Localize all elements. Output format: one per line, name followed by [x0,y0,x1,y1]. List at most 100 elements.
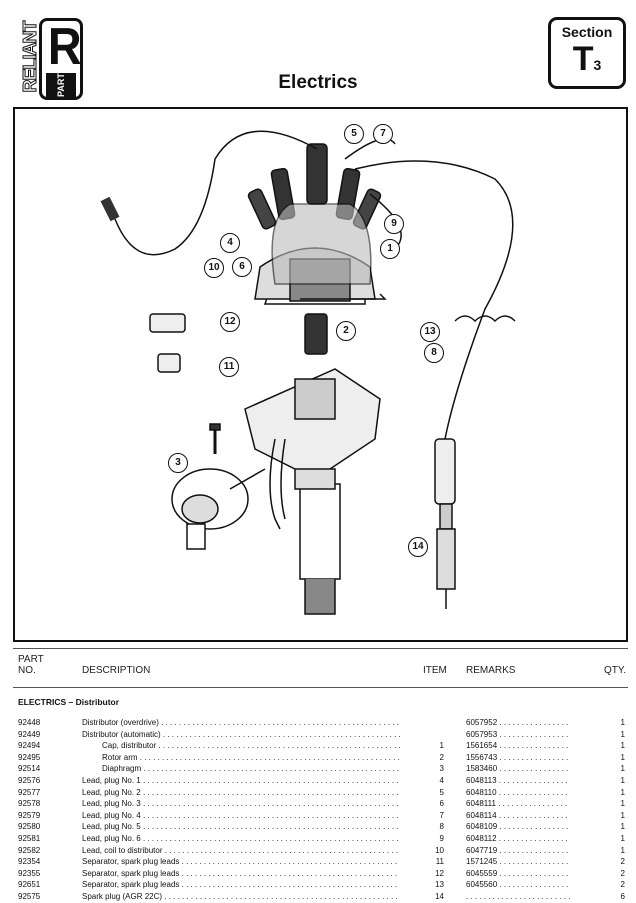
item-number: 4 [439,775,444,785]
description: Lead, plug No. 4 [82,810,400,822]
table-row: 92449 Distributor (automatic) 6057953 1 [0,729,636,741]
description: Separator, spark plug leads [82,879,400,891]
description: Distributor (overdrive) [82,717,400,729]
part-number: 92355 [18,868,41,878]
section-badge: Section T3 [548,17,626,89]
description: Spark plug (AGR 22C) [82,891,400,903]
part-number: 92576 [18,775,41,785]
callout-6: 6 [232,257,252,277]
remarks: 6057953 [466,729,570,741]
section-heading: ELECTRICS – Distributor [18,697,120,707]
logo-badge: R PART [39,18,83,100]
quantity: 1 [620,810,625,820]
part-number: 92514 [18,764,41,774]
quantity: 1 [620,729,625,739]
item-number: 1 [439,741,444,751]
table-row: 92651 Separator, spark plug leads 13 604556… [0,879,636,891]
callout-7: 7 [373,124,393,144]
reliant-part-logo: RELIANT R PART [13,18,83,100]
part-number: 92449 [18,729,41,739]
remarks [466,891,570,903]
remarks: 1583460 [466,763,570,775]
quantity: 2 [620,857,625,867]
description: Separator, spark plug leads [82,868,400,880]
part-number: 92579 [18,810,41,820]
callout-14: 14 [408,537,428,557]
part-number: 92448 [18,718,41,727]
remarks: 6045560 [466,879,570,891]
quantity: 2 [620,880,625,890]
description: Distributor (automatic) [82,729,400,741]
item-number: 10 [435,845,444,855]
header-item: ITEM [423,665,447,676]
table-row: 92495 Rotor arm 2 1556743 1 [0,752,636,764]
callout-4: 4 [220,233,240,253]
part-number: 92575 [18,891,41,901]
item-number: 6 [439,799,444,809]
section-label: Section [561,24,613,40]
quantity: 1 [620,822,625,832]
item-number: 8 [439,822,444,832]
part-number: 92577 [18,787,41,797]
item-number: 13 [435,880,444,890]
table-row: 92579 Lead, plug No. 4 7 6048114 1 [0,810,636,822]
item-number: 11 [435,857,444,867]
description: Lead, plug No. 1 [82,775,400,787]
remarks: 1571245 [466,856,570,868]
remarks: 6047719 [466,845,570,857]
quantity: 1 [620,845,625,855]
part-number: 92494 [18,741,41,751]
callout-1: 1 [380,239,400,259]
callout-9: 9 [384,214,404,234]
description: Lead, plug No. 3 [82,798,400,810]
quantity: 1 [620,741,625,751]
exploded-diagram: 1 2 3 4 5 7 6 8 9 10 11 12 13 14 [13,107,628,642]
part-number: 92580 [18,822,41,832]
section-code: T3 [572,40,602,78]
part-number: 92354 [18,857,41,867]
item-number: 12 [435,868,444,878]
description: Lead, plug No. 6 [82,833,400,845]
description: Lead, plug No. 2 [82,787,400,799]
quantity: 1 [620,752,625,762]
item-number: 9 [439,833,444,843]
remarks: 6048114 [466,810,570,822]
quantity: 1 [620,833,625,843]
table-header: PART NO. DESCRIPTION ITEM REMARKS QTY. [13,648,628,688]
item-number: 5 [439,787,444,797]
callout-2: 2 [336,321,356,341]
description: Lead, coil to distributor [82,845,400,857]
item-number: 2 [439,752,444,762]
part-number: 92582 [18,845,41,855]
page-title: Electrics [278,72,358,93]
table-row: 92514 Diaphragm 3 1583460 1 [0,763,636,775]
callout-3: 3 [168,453,188,473]
item-number: 14 [435,891,444,901]
description: Rotor arm [102,752,400,764]
header-description: DESCRIPTION [82,665,151,676]
description: Diaphragm [102,763,400,775]
part-number: 92495 [18,752,41,762]
description: Separator, spark plug leads [82,856,400,868]
quantity: 6 [620,891,625,901]
item-number: 7 [439,810,444,820]
quantity: 2 [620,868,625,878]
part-number: 92578 [18,799,41,809]
item-number: 3 [439,764,444,774]
quantity: 1 [620,799,625,809]
table-row: 92578 Lead, plug No. 3 6 6048111 1 [0,798,636,810]
callout-10: 10 [204,258,224,278]
quantity: 1 [620,718,625,727]
remarks: 6048110 [466,787,570,799]
quantity: 1 [620,764,625,774]
part-number: 92651 [18,880,41,890]
remarks: 6048111 [466,798,570,810]
callout-13: 13 [420,322,440,342]
remarks: 1556743 [466,752,570,764]
callout-11: 11 [219,357,239,377]
